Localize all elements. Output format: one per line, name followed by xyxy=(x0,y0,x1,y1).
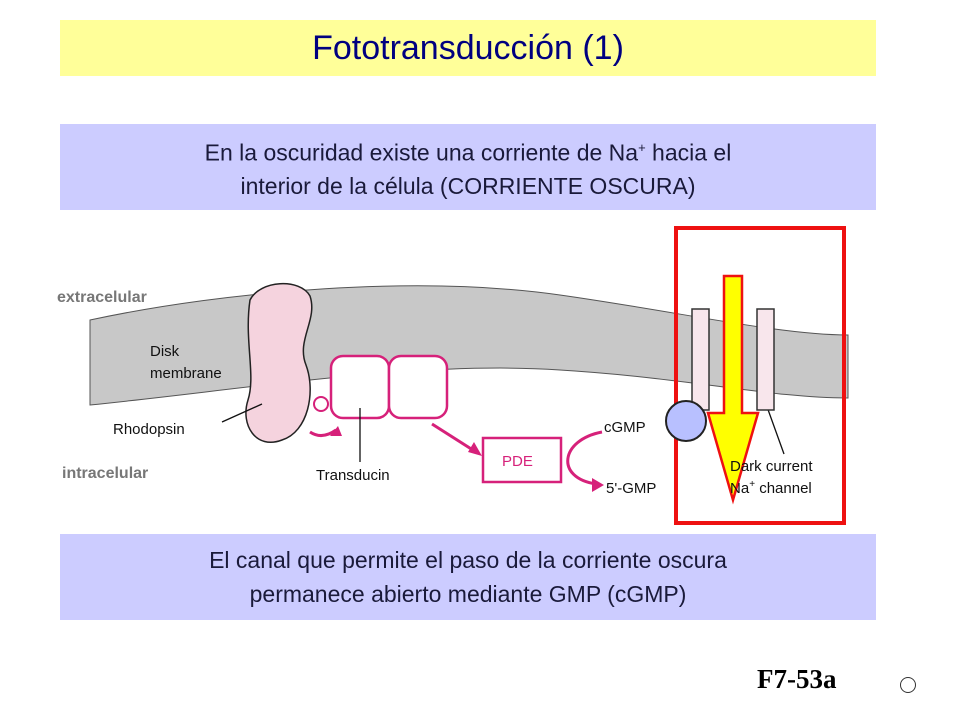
channel-left-wall xyxy=(691,308,710,411)
hydrolysis-arrow xyxy=(566,430,603,486)
cgmp-label: cGMP xyxy=(604,419,646,436)
channel-pointer xyxy=(765,403,785,455)
channel-statement-line2: permanece abierto mediante GMP (cGMP) xyxy=(249,581,687,607)
rhodopsin-label: Rhodopsin xyxy=(113,421,185,438)
statement-line1-pre: En la oscuridad existe una corriente de … xyxy=(204,139,639,166)
statement-sup: + xyxy=(638,139,646,155)
channel-word: channel xyxy=(755,480,812,497)
intracellular-label: intracelular xyxy=(62,465,149,482)
rhodopsin-shape xyxy=(245,283,313,443)
circle-marker xyxy=(900,677,916,693)
sodium-flow-arrow xyxy=(706,274,760,505)
extracellular-label: extracelular xyxy=(57,289,147,306)
rhodopsin-pointer xyxy=(221,403,263,423)
cgmp-ball xyxy=(665,400,707,442)
channel-statement-line1: El canal que permite el paso de la corri… xyxy=(209,547,727,573)
gmp5-label: 5'-GMP xyxy=(606,480,656,497)
figure-reference: F7-53a xyxy=(757,664,837,694)
activation-arrowhead-1 xyxy=(330,426,342,436)
statement-text: En la oscuridad existe una corriente de … xyxy=(205,131,732,204)
disk-label-1: Disk xyxy=(150,343,180,360)
channel-statement: El canal que permite el paso de la corri… xyxy=(60,534,876,620)
channel-highlight-box xyxy=(674,226,846,525)
activation-arrow-2 xyxy=(431,422,477,454)
channel-statement-text: El canal que permite el paso de la corri… xyxy=(209,543,727,611)
transducin-subunit-right xyxy=(387,354,449,420)
transducin-label: Transducin xyxy=(316,467,390,484)
statement-line1-post: hacia el xyxy=(645,139,732,166)
page-title: Fototransducción (1) xyxy=(312,28,624,67)
dark-current-statement: En la oscuridad existe una corriente de … xyxy=(60,124,876,210)
disk-label-2: membrane xyxy=(150,365,222,382)
activation-arrowhead-2 xyxy=(468,442,482,456)
pde-box xyxy=(481,436,563,484)
channel-label-1: Dark current xyxy=(730,458,813,475)
pde-label: PDE xyxy=(502,453,533,470)
channel-label-2: Na+ channel xyxy=(730,479,812,497)
retinal-dot xyxy=(313,396,329,412)
hydrolysis-arrowhead xyxy=(592,478,604,492)
statement-line2: interior de la célula (CORRIENTE OSCURA) xyxy=(240,173,696,200)
channel-sup: + xyxy=(749,479,755,490)
channel-right-wall xyxy=(756,308,775,411)
title-bar: Fototransducción (1) xyxy=(60,20,876,76)
channel-na: Na xyxy=(730,480,750,497)
